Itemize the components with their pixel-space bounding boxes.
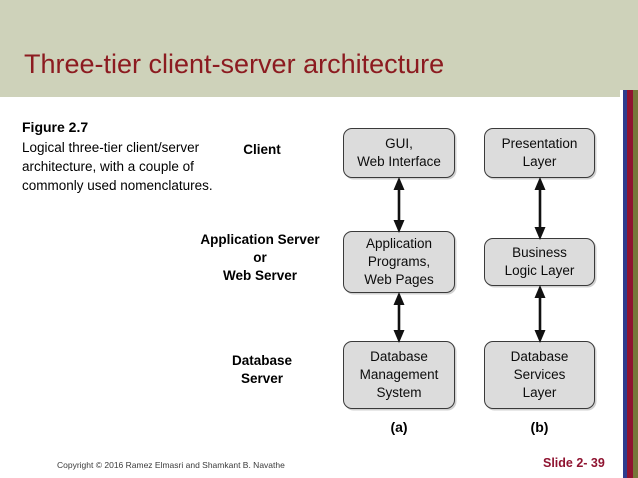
stripe-band-blue [623, 90, 627, 478]
double-arrow-icon [393, 177, 405, 233]
stripe-band-white [620, 90, 623, 478]
figure-caption-text: Logical three-tier client/server archite… [22, 140, 213, 193]
stripe-band-red [627, 90, 633, 478]
page-title: Three-tier client-server architecture [24, 49, 445, 79]
right-edge-decor-stripe [620, 90, 638, 478]
diagram-box-gui: GUI,Web Interface [343, 128, 455, 178]
figure-number: Figure 2.7 [22, 119, 89, 135]
slide-header-band [0, 0, 638, 97]
stripe-band-olive [633, 90, 638, 478]
figure-caption-block: Figure 2.7 Logical three-tier client/ser… [22, 118, 222, 195]
double-arrow-icon [534, 285, 546, 343]
footer-copyright: Copyright © 2016 Ramez Elmasri and Shamk… [57, 460, 285, 470]
tier-label-client: Client [243, 142, 281, 157]
double-arrow-icon [393, 292, 405, 343]
column-caption-a: (a) [390, 419, 408, 435]
footer-slide-number: Slide 2- 39 [543, 456, 605, 470]
column-caption-b: (b) [530, 419, 549, 435]
double-arrow-icon [534, 177, 546, 240]
